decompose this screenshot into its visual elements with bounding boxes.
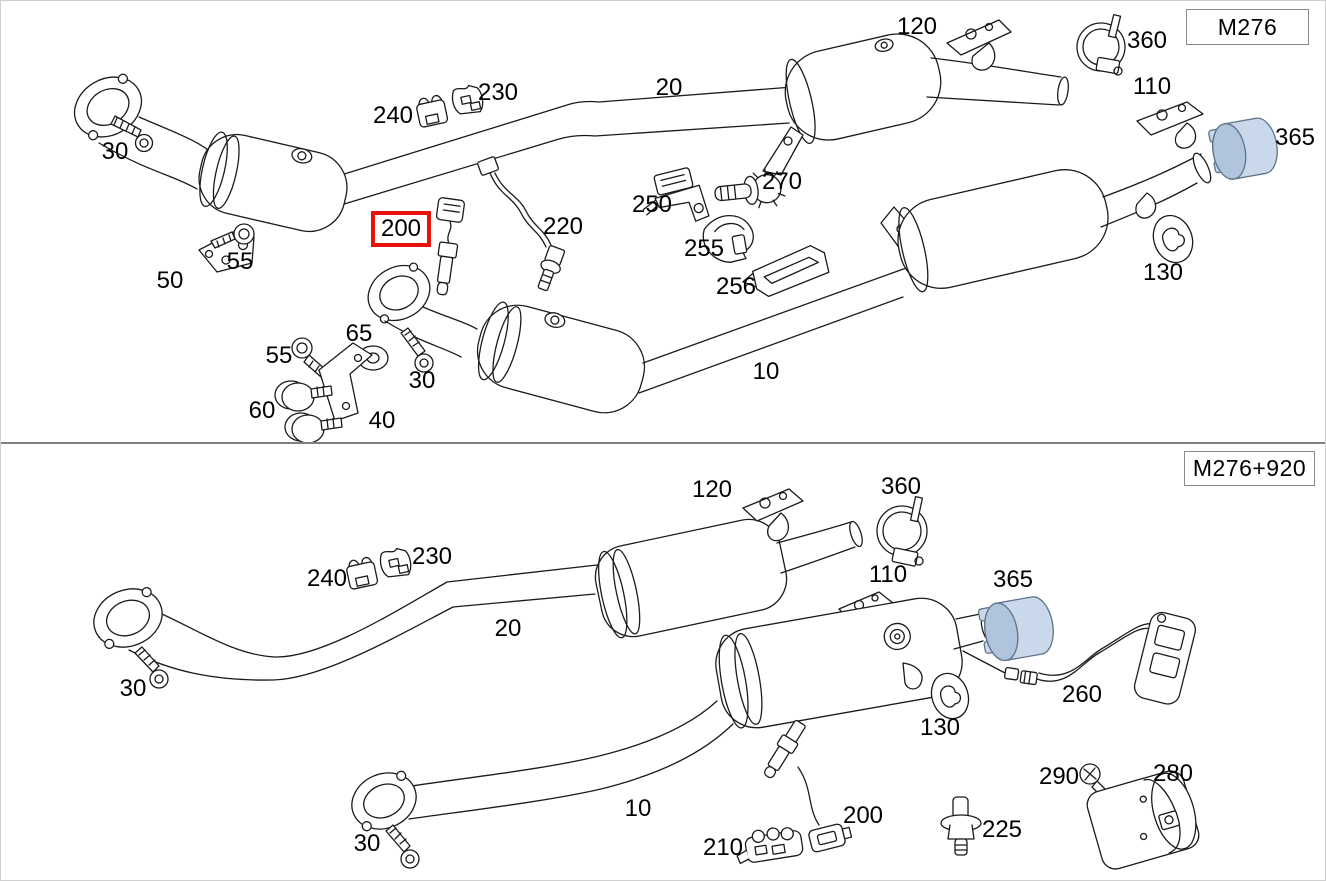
part-label-120[interactable]: 120	[691, 476, 733, 503]
part-drawing-290-screw	[1079, 763, 1108, 797]
second-catalyst-drawing	[476, 301, 646, 414]
part-drawing-200-oxygen-sensor	[435, 197, 465, 296]
part-drawing-210-bracket	[736, 827, 804, 865]
part-drawing-120b	[742, 488, 804, 542]
part-drawing-365-highlighted	[1208, 117, 1278, 180]
bottom-flange1-drawing	[93, 586, 169, 689]
part-label-255[interactable]: 255	[683, 235, 725, 262]
engine-variant-badge-bottom: M276+920	[1184, 451, 1315, 486]
part-label-20[interactable]: 20	[655, 74, 683, 101]
rear-catalyst2-drawing	[897, 152, 1212, 293]
part-drawing-360	[1076, 13, 1126, 76]
section-divider	[1, 442, 1325, 444]
part-drawing-240b-clip	[346, 556, 379, 590]
front-pipe-20-drawing	[320, 86, 794, 212]
part-label-110[interactable]: 110	[868, 561, 908, 588]
part-drawing-30-bolt	[110, 115, 154, 153]
part-label-230[interactable]: 230	[411, 543, 453, 570]
part-drawing-270	[714, 168, 786, 209]
part-drawing-130	[1152, 214, 1194, 264]
part-drawing-225-plug	[940, 796, 982, 856]
part-label-250[interactable]: 250	[631, 191, 673, 218]
part-label-110[interactable]: 110	[1132, 73, 1172, 100]
part-label-240[interactable]: 240	[372, 102, 414, 129]
part-label-20[interactable]: 20	[494, 615, 522, 642]
part-drawing-250	[642, 167, 710, 222]
bottom-resonator-drawing	[594, 518, 863, 639]
part-label-230[interactable]: 230	[477, 79, 519, 106]
bottom-front-pipe-20-drawing	[128, 564, 598, 681]
bottom-flange2-drawing	[351, 770, 420, 869]
part-label-280[interactable]: 280	[1152, 760, 1194, 787]
part-drawing-55-bolt	[210, 223, 255, 249]
part-drawing-30b-bolt	[400, 327, 434, 373]
part-label-120[interactable]: 120	[896, 13, 938, 40]
part-drawing-120	[946, 19, 1012, 71]
part-drawing-60-grommets	[274, 380, 343, 444]
part-label-55[interactable]: 55	[226, 248, 254, 275]
part-drawing-200b-oxygen-sensor	[764, 719, 853, 853]
part-label-40[interactable]: 40	[368, 407, 396, 434]
part-label-210[interactable]: 210	[702, 834, 744, 861]
part-drawing-40-bracket	[318, 342, 373, 422]
part-label-30[interactable]: 30	[119, 675, 147, 702]
part-drawing-230-clip	[451, 84, 484, 115]
front-catalyst-drawing	[198, 131, 348, 233]
part-label-10[interactable]: 10	[624, 795, 652, 822]
part-label-240[interactable]: 240	[306, 565, 348, 592]
part-label-365[interactable]: 365	[992, 566, 1034, 593]
part-label-225[interactable]: 225	[981, 816, 1023, 843]
second-flange-drawing	[367, 262, 478, 358]
part-drawing-220-oxygen-sensor	[477, 156, 566, 292]
part-label-130[interactable]: 130	[1142, 259, 1184, 286]
part-label-365[interactable]: 365	[1274, 124, 1316, 151]
part-label-200-selected[interactable]: 200	[370, 211, 432, 247]
part-label-60[interactable]: 60	[248, 397, 276, 424]
front-flange-drawing	[73, 73, 218, 190]
part-label-290[interactable]: 290	[1038, 763, 1080, 790]
part-drawing-110	[1136, 101, 1204, 149]
part-drawing-365b-highlighted	[977, 596, 1054, 662]
part-drawing-130b	[930, 672, 970, 720]
bottom-muffler-drawing	[715, 597, 1006, 729]
part-label-30[interactable]: 30	[101, 138, 129, 165]
part-label-220[interactable]: 220	[542, 213, 584, 240]
part-drawing-240-clip	[416, 94, 449, 128]
part-label-360[interactable]: 360	[880, 473, 922, 500]
part-drawing-280-cylinder	[1086, 770, 1200, 870]
part-drawing-260-sensor	[1004, 611, 1197, 705]
part-label-65[interactable]: 65	[345, 320, 373, 347]
part-drawing-256	[742, 245, 830, 298]
part-drawing-255	[702, 215, 754, 263]
rear-catalyst-drawing	[762, 33, 1069, 176]
part-label-200[interactable]: 200	[842, 802, 884, 829]
part-label-360[interactable]: 360	[1126, 27, 1168, 54]
center-pipe-10-drawing	[638, 206, 924, 394]
bottom-pipe-10-drawing	[404, 700, 734, 820]
part-drawing-230b-clip	[379, 547, 412, 578]
part-label-270[interactable]: 270	[761, 168, 803, 195]
part-label-10[interactable]: 10	[752, 358, 780, 385]
part-label-130[interactable]: 130	[919, 714, 961, 741]
part-label-260[interactable]: 260	[1061, 681, 1103, 708]
part-label-30[interactable]: 30	[408, 367, 436, 394]
part-label-50[interactable]: 50	[156, 267, 184, 294]
part-label-30[interactable]: 30	[353, 830, 381, 857]
part-drawing-360b	[876, 495, 928, 567]
engine-variant-badge-top: M276	[1186, 9, 1309, 45]
part-label-55[interactable]: 55	[265, 342, 293, 369]
part-label-256[interactable]: 256	[715, 273, 757, 300]
